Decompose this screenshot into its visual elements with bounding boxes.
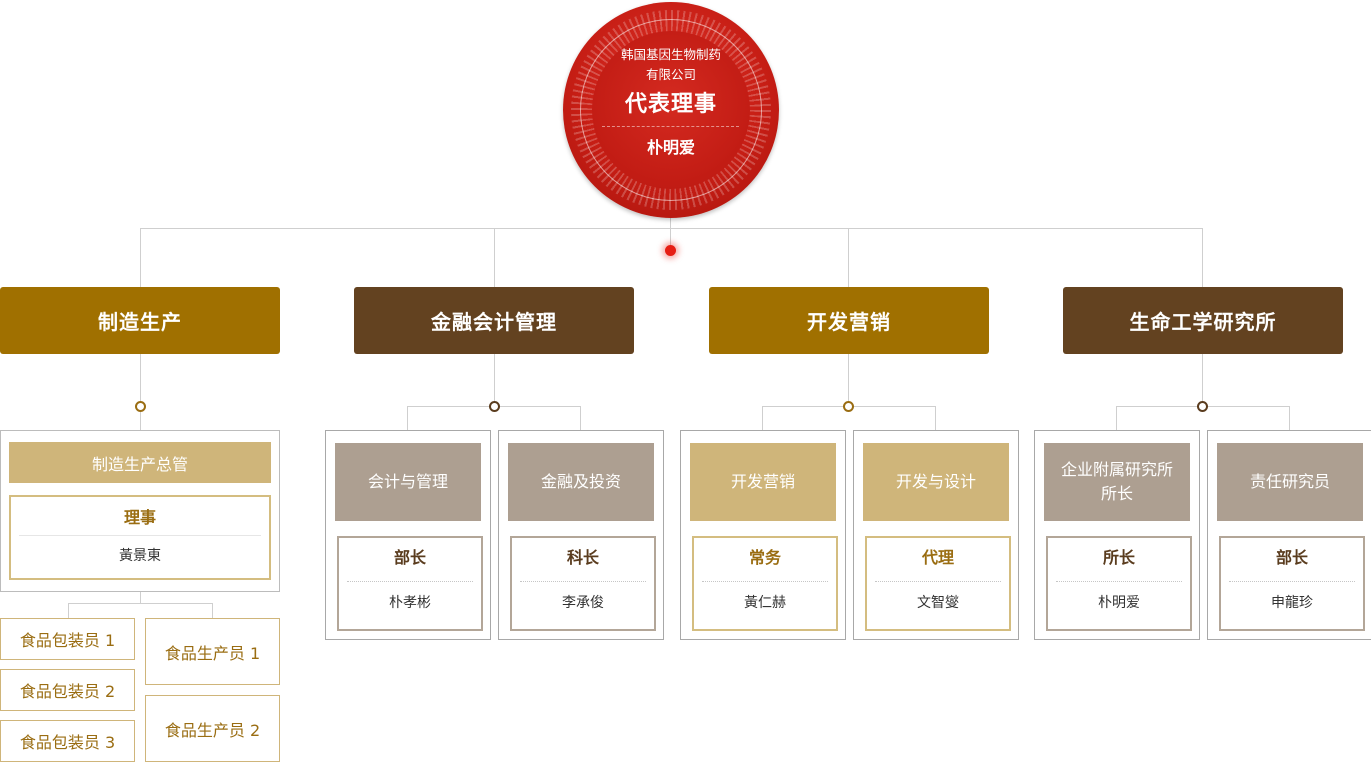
- sub-dev-marketing: 开发营销 常务 黃仁赫: [680, 430, 846, 640]
- mfg-manager-card: [9, 495, 271, 580]
- worker-packager-1: 食品包装员 1: [0, 618, 135, 660]
- sub-header-line2: 所长: [1100, 484, 1133, 503]
- sub-role: 常务: [748, 548, 781, 567]
- worker-packager-2: 食品包装员 2: [0, 669, 135, 711]
- mfg-manager-role: 理事: [123, 508, 156, 527]
- sub-header: 开发营销: [690, 443, 836, 521]
- ceo-connector: [670, 216, 671, 246]
- mfg-manager-header: 制造生产总管: [9, 442, 271, 483]
- dept-1-drop: [140, 228, 141, 287]
- mfg-worker-bus: [68, 603, 212, 604]
- dept-3-left-drop: [762, 406, 763, 430]
- dept-2-drop: [494, 228, 495, 287]
- sub-role: 代理: [921, 548, 954, 567]
- ceo-divider: [602, 126, 739, 127]
- sub-separator: [1229, 581, 1355, 582]
- worker-producer-1: 食品生产员 1: [145, 618, 280, 685]
- sub-card: 科长 李承俊: [510, 536, 656, 631]
- sub-header: 开发与设计: [863, 443, 1009, 521]
- sub-lead-researcher: 责任研究员 部长 申龍珍: [1207, 430, 1371, 640]
- dept-manufacturing[interactable]: 制造生产: [0, 287, 280, 354]
- top-bus-line: [140, 228, 1203, 229]
- sub-separator: [520, 581, 646, 582]
- sub-separator: [875, 581, 1001, 582]
- dept-4-drop: [1202, 228, 1203, 287]
- mfg-manager-name: 黃景東: [119, 548, 161, 564]
- sub-card: 常务 黃仁赫: [692, 536, 838, 631]
- sub-card: 代理 文智燮: [865, 536, 1011, 631]
- sub-card: 所长 朴明爱: [1046, 536, 1192, 631]
- sub-name: 申龍珍: [1271, 595, 1313, 611]
- dept-dev-marketing[interactable]: 开发营销: [709, 287, 989, 354]
- sub-header: 金融及投资: [508, 443, 654, 521]
- dept-3-node-dot: [843, 401, 854, 412]
- dept-4-node-dot: [1197, 401, 1208, 412]
- sub-name: 文智燮: [917, 595, 959, 611]
- ceo-circle-ring: [580, 19, 762, 201]
- mfg-worker-right-drop: [212, 603, 213, 618]
- sub-header-line1: 企业附属研究所: [1060, 460, 1173, 479]
- mfg-manager-separator: [19, 535, 261, 536]
- sub-card: 部长 朴孝彬: [337, 536, 483, 631]
- sub-name: 李承俊: [562, 595, 604, 611]
- dept-2-stem: [494, 354, 495, 406]
- sub-finance-investment: 金融及投资 科长 李承俊: [498, 430, 664, 640]
- sub-card: 部长 申龍珍: [1219, 536, 1365, 631]
- sub-role: 所长: [1102, 548, 1135, 567]
- center-node-dot: [665, 245, 676, 256]
- mfg-worker-left-drop: [68, 603, 69, 618]
- dept-4-right-drop: [1289, 406, 1290, 430]
- sub-role: 科长: [566, 548, 599, 567]
- dept-1-node-dot: [135, 401, 146, 412]
- dept-4-stem: [1202, 354, 1203, 406]
- sub-header: 责任研究员: [1217, 443, 1363, 521]
- sub-name: 朴孝彬: [389, 595, 431, 611]
- dept-3-drop: [848, 228, 849, 287]
- sub-name: 朴明爱: [1098, 595, 1140, 611]
- sub-header: 会计与管理: [335, 443, 481, 521]
- worker-packager-3: 食品包装员 3: [0, 720, 135, 762]
- sub-accounting-management: 会计与管理 部长 朴孝彬: [325, 430, 491, 640]
- sub-dev-design: 开发与设计 代理 文智燮: [853, 430, 1019, 640]
- dept-2-node-dot: [489, 401, 500, 412]
- dept-4-left-drop: [1116, 406, 1117, 430]
- mfg-worker-stem: [140, 592, 141, 603]
- sub-affiliated-institute: 企业附属研究所 所长 所长 朴明爱: [1034, 430, 1200, 640]
- sub-header: 企业附属研究所 所长: [1044, 443, 1190, 521]
- ceo-title: 代表理事: [624, 92, 717, 117]
- ceo-company: 韩国基因生物制药 有限公司: [563, 45, 779, 85]
- sub-separator: [1056, 581, 1182, 582]
- worker-producer-2: 食品生产员 2: [145, 695, 280, 762]
- ceo-company-line1: 韩国基因生物制药: [620, 47, 721, 62]
- sub-separator: [702, 581, 828, 582]
- dept-1-stem: [140, 354, 141, 430]
- dept-2-left-drop: [407, 406, 408, 430]
- sub-role: 部长: [1275, 548, 1308, 567]
- dept-3-right-drop: [935, 406, 936, 430]
- sub-name: 黃仁赫: [744, 595, 786, 611]
- sub-separator: [347, 581, 473, 582]
- ceo-name: 朴明爱: [646, 138, 695, 157]
- sub-role: 部长: [393, 548, 426, 567]
- dept-3-stem: [848, 354, 849, 406]
- dept-finance-accounting[interactable]: 金融会计管理: [354, 287, 634, 354]
- ceo-company-line2: 有限公司: [645, 67, 696, 82]
- dept-2-right-drop: [580, 406, 581, 430]
- ceo-circle-inner: [592, 31, 750, 189]
- dept-bio-research[interactable]: 生命工学研究所: [1063, 287, 1343, 354]
